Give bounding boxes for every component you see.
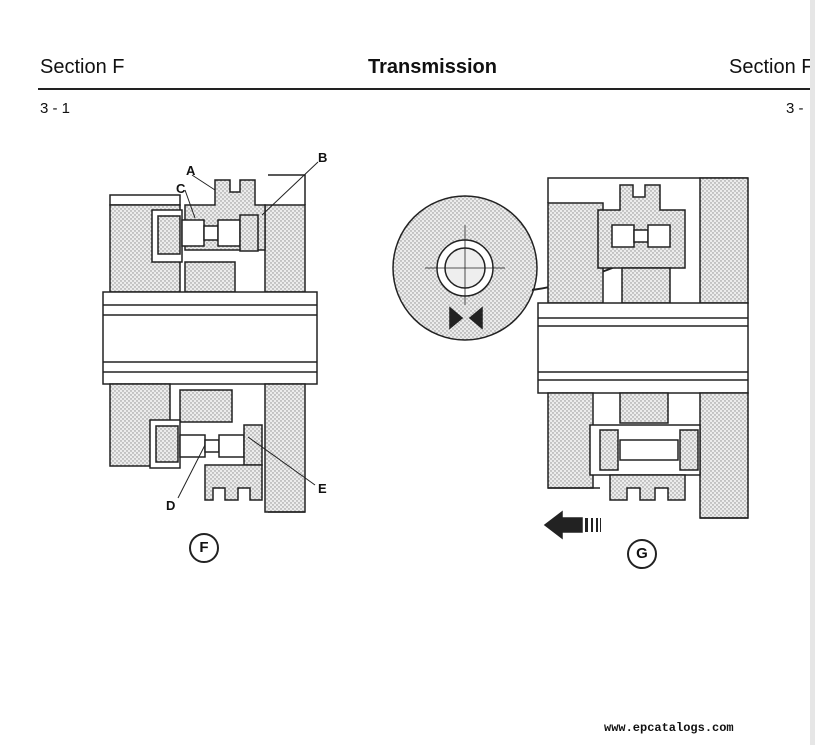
section-header-right: Section F [729,56,814,78]
label-a: A [186,163,196,178]
page-edge [810,0,815,745]
label-e: E [318,481,327,496]
page-number-left: 3 - 1 [40,100,71,117]
label-d: D [166,498,176,513]
figure-f-drawing [102,161,319,513]
label-c: C [176,181,186,196]
figure-f-caption: F [189,533,219,563]
figure-g-caption: G [627,539,657,569]
label-b: B [318,150,328,165]
page-title: Transmission [368,56,497,78]
figure-g-drawing [392,177,749,540]
watermark-url: www.epcatalogs.com [604,721,734,735]
section-header-left: Section F [40,56,125,78]
header-rule [38,88,815,90]
page-number-right: 3 - [786,100,804,117]
